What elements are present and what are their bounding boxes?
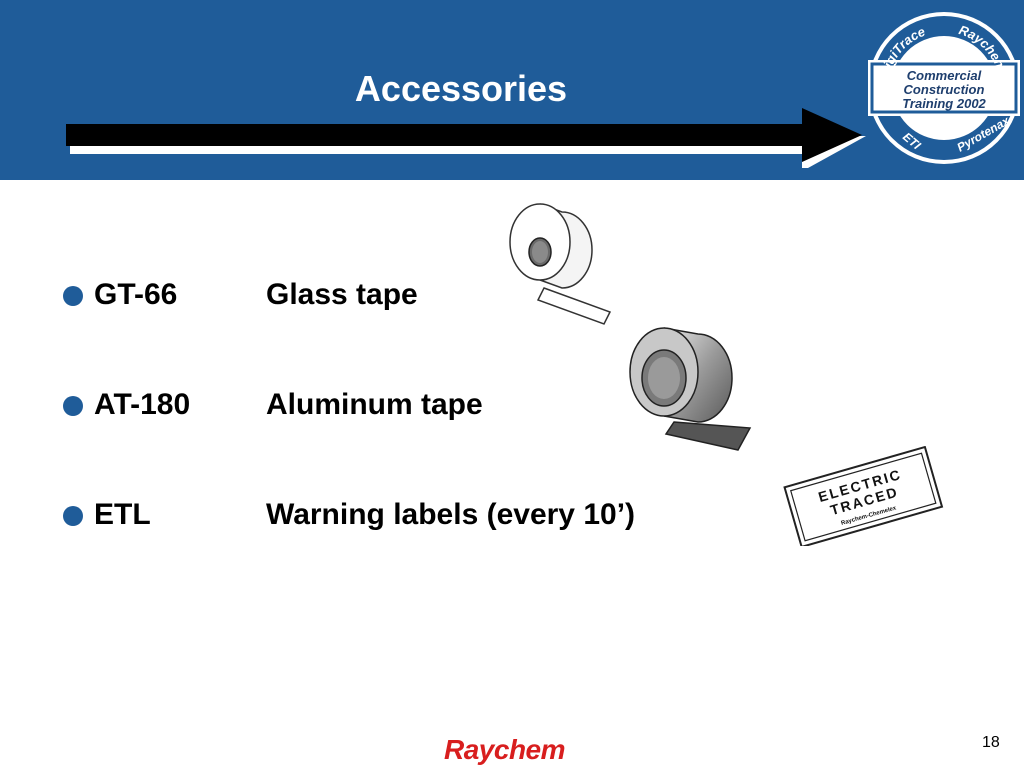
item-description: Aluminum tape (266, 388, 483, 421)
bullet-icon (63, 396, 83, 416)
item-code: AT-180 (94, 388, 191, 421)
arrow-icon (66, 108, 866, 168)
item-description: Glass tape (266, 278, 418, 311)
bullet-icon (63, 506, 83, 526)
list-item: GT-66 Glass tape (60, 278, 780, 318)
slide-title: Accessories (354, 68, 568, 109)
item-description: Warning labels (every 10’) (266, 498, 636, 531)
page-number: 18 (982, 734, 1000, 751)
list-item: ETL Warning labels (every 10’) (60, 498, 780, 538)
header-band: Accessories DigiTrace Raychem Commercial… (0, 0, 1024, 180)
bullet-icon (63, 286, 83, 306)
glass-tape-icon (509, 203, 612, 325)
badge-line-1: Commercial (907, 68, 982, 83)
item-code: GT-66 (94, 278, 178, 311)
training-badge-icon: DigiTrace Raychem Commercial Constructio… (868, 12, 1020, 164)
warning-label-icon: ELECTRIC TRACED Raychem-Chemelex (783, 446, 944, 546)
item-code: ETL (94, 498, 151, 531)
badge-line-3: Training 2002 (902, 96, 986, 111)
list-item: AT-180 Aluminum tape (60, 388, 780, 428)
badge-line-2: Construction (904, 82, 985, 97)
raychem-logo: Raychem (444, 734, 566, 765)
aluminum-tape-icon (629, 327, 752, 451)
